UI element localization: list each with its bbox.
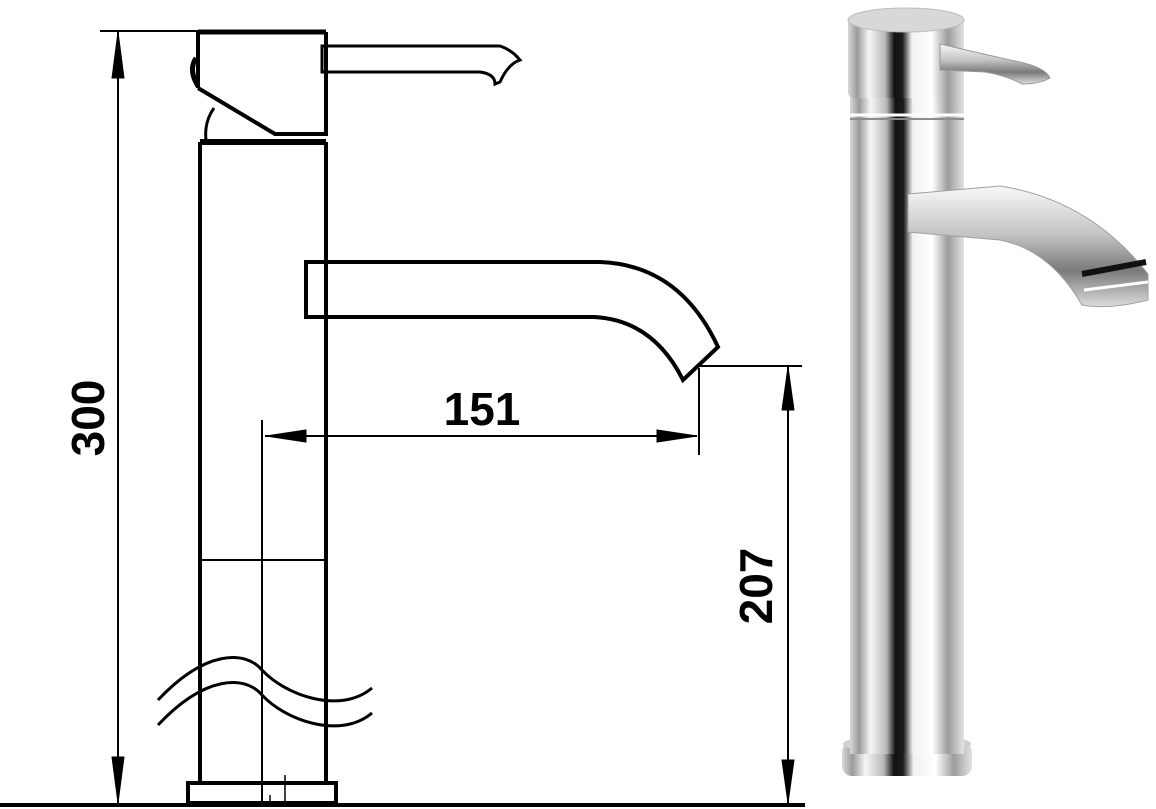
- dimension-total-height: [100, 30, 326, 804]
- spout: [304, 260, 721, 384]
- faucet-line-drawing: [0, 29, 805, 807]
- total-height-label: 300: [62, 380, 114, 457]
- dimension-spout-height: [700, 365, 802, 804]
- handle-lever: [320, 44, 523, 87]
- faucet-body: [198, 139, 328, 783]
- faucet-head: [190, 29, 328, 141]
- spout-reach-label: 151: [444, 383, 521, 435]
- dimension-spout-reach: [265, 368, 700, 455]
- spout-height-label: 207: [730, 548, 782, 625]
- faucet-photo-rendering: [842, 7, 1149, 776]
- break-lines: [156, 656, 373, 728]
